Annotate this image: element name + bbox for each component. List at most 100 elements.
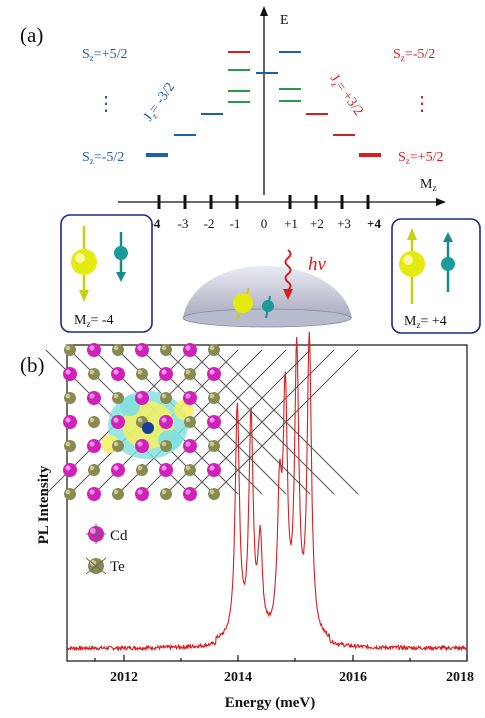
- tick-label: -4: [150, 216, 161, 231]
- te-atom: [136, 464, 148, 476]
- cd-atom: [183, 343, 197, 357]
- cd-atom: [135, 391, 149, 405]
- cd-atom: [63, 415, 77, 429]
- te-atom: [64, 488, 76, 500]
- sz-label-left-top: Sz=+5/2: [82, 47, 127, 63]
- y-axis-label: PL Intensity: [36, 465, 52, 544]
- tick-label: -2: [204, 216, 215, 231]
- atom-highlight: [161, 465, 167, 471]
- te-atom: [88, 368, 100, 380]
- level-bar: [228, 51, 250, 53]
- panel-b-label: (b): [20, 353, 45, 377]
- tick-label: +2: [310, 216, 324, 231]
- x-tick-labels: 2012 2014 2016 2018: [110, 670, 474, 685]
- sz-label-left-bottom: Sz=-5/2: [82, 150, 124, 166]
- atom-highlight: [161, 417, 167, 423]
- energy-axis-arrow: [260, 6, 268, 16]
- hole-spin-ball-icon: [441, 257, 455, 271]
- level-bar: [174, 134, 196, 136]
- te-atom: [112, 392, 124, 404]
- atom-highlight: [209, 465, 215, 471]
- jz-label-left: Jz= -3/2: [141, 80, 179, 125]
- atom-highlight: [113, 393, 119, 399]
- arrow-head-icon: [116, 272, 126, 282]
- atom-highlight: [65, 489, 71, 495]
- box-label-left: Mz= -4: [74, 313, 114, 329]
- te-atom: [64, 392, 76, 404]
- arrow-head-icon: [443, 232, 453, 242]
- atom-highlight: [113, 417, 119, 423]
- energy-axis-label: E: [280, 13, 289, 28]
- atom-highlight: [89, 489, 95, 495]
- te-atom: [160, 488, 172, 500]
- jz-label-right: Jz= +3/2: [326, 72, 366, 119]
- dot-mn-ball-icon: [233, 293, 253, 313]
- te-atom: [184, 464, 196, 476]
- x-tick-label: 2012: [110, 670, 138, 685]
- cd-atom: [159, 415, 173, 429]
- ball-highlight-icon: [75, 253, 85, 263]
- atom-highlight: [161, 345, 167, 351]
- dot-hole-ball-icon: [262, 300, 274, 312]
- x-axis-label: Energy (meV): [225, 695, 315, 711]
- atom-highlight: [185, 489, 191, 495]
- te-atom: [64, 344, 76, 356]
- cd-atom: [87, 487, 101, 501]
- level-bar: [333, 134, 355, 136]
- pl-spectrum-line: [66, 331, 468, 652]
- atom-highlight: [65, 393, 71, 399]
- atom-highlight: [185, 465, 191, 471]
- atom-highlight: [89, 345, 95, 351]
- panel-b: (b) 2012 2014 2016 2018 Energy (meV) PL …: [20, 331, 474, 711]
- mn-spin-ball-icon: [71, 249, 97, 275]
- atom-highlight: [137, 393, 143, 399]
- cd-atom: [183, 391, 197, 405]
- sz-label-right-bottom: Sz=+5/2: [398, 150, 443, 166]
- tick-label: +3: [337, 216, 351, 231]
- atom-highlight: [65, 465, 71, 471]
- mz-axis-label: Mz: [420, 177, 436, 193]
- legend: Cd Te: [85, 524, 128, 575]
- atom-highlight: [137, 441, 143, 447]
- cd-atom: [87, 439, 101, 453]
- photon-wave-icon: [284, 249, 292, 291]
- atom-highlight: [65, 345, 71, 351]
- level-bar: [228, 90, 250, 92]
- atom-highlight: [113, 465, 119, 471]
- atom-highlight: [209, 369, 215, 375]
- cd-atom: [87, 343, 101, 357]
- charge-density-blob: [120, 396, 140, 416]
- atom-highlight: [137, 489, 143, 495]
- te-atom: [184, 368, 196, 380]
- level-bar: [146, 153, 168, 157]
- te-atom: [112, 440, 124, 452]
- atom-highlight: [137, 345, 143, 351]
- atom-highlight: [161, 489, 167, 495]
- bond-icon: [85, 557, 107, 575]
- cd-atom: [63, 463, 77, 477]
- atom-highlight: [185, 369, 191, 375]
- mz-axis-arrow: [436, 198, 446, 206]
- atom-highlight: [65, 441, 71, 447]
- te-atom: [88, 464, 100, 476]
- level-bar: [279, 88, 301, 90]
- te-atom: [208, 488, 220, 500]
- atom-highlight: [65, 417, 71, 423]
- cd-atom: [135, 487, 149, 501]
- atom-highlight-icon: [90, 528, 96, 534]
- atom-highlight: [89, 441, 95, 447]
- te-atom: [112, 344, 124, 356]
- quantum-dot-illustration: hν: [182, 249, 352, 328]
- cd-atom: [111, 415, 125, 429]
- panel-a: (a) E Mz -4 -3 -2 -1 0 +1 +2 +3 +4: [20, 6, 481, 334]
- cd-atom: [63, 367, 77, 381]
- atom-highlight: [113, 369, 119, 375]
- levels-jz-minus: [146, 51, 278, 157]
- box-frame: [391, 218, 481, 334]
- cd-atom: [135, 343, 149, 357]
- cd-atom: [87, 391, 101, 405]
- mz-minus4-box: Mz= -4: [60, 214, 153, 333]
- x-tick-label: 2016: [339, 670, 367, 685]
- level-bar: [359, 153, 381, 157]
